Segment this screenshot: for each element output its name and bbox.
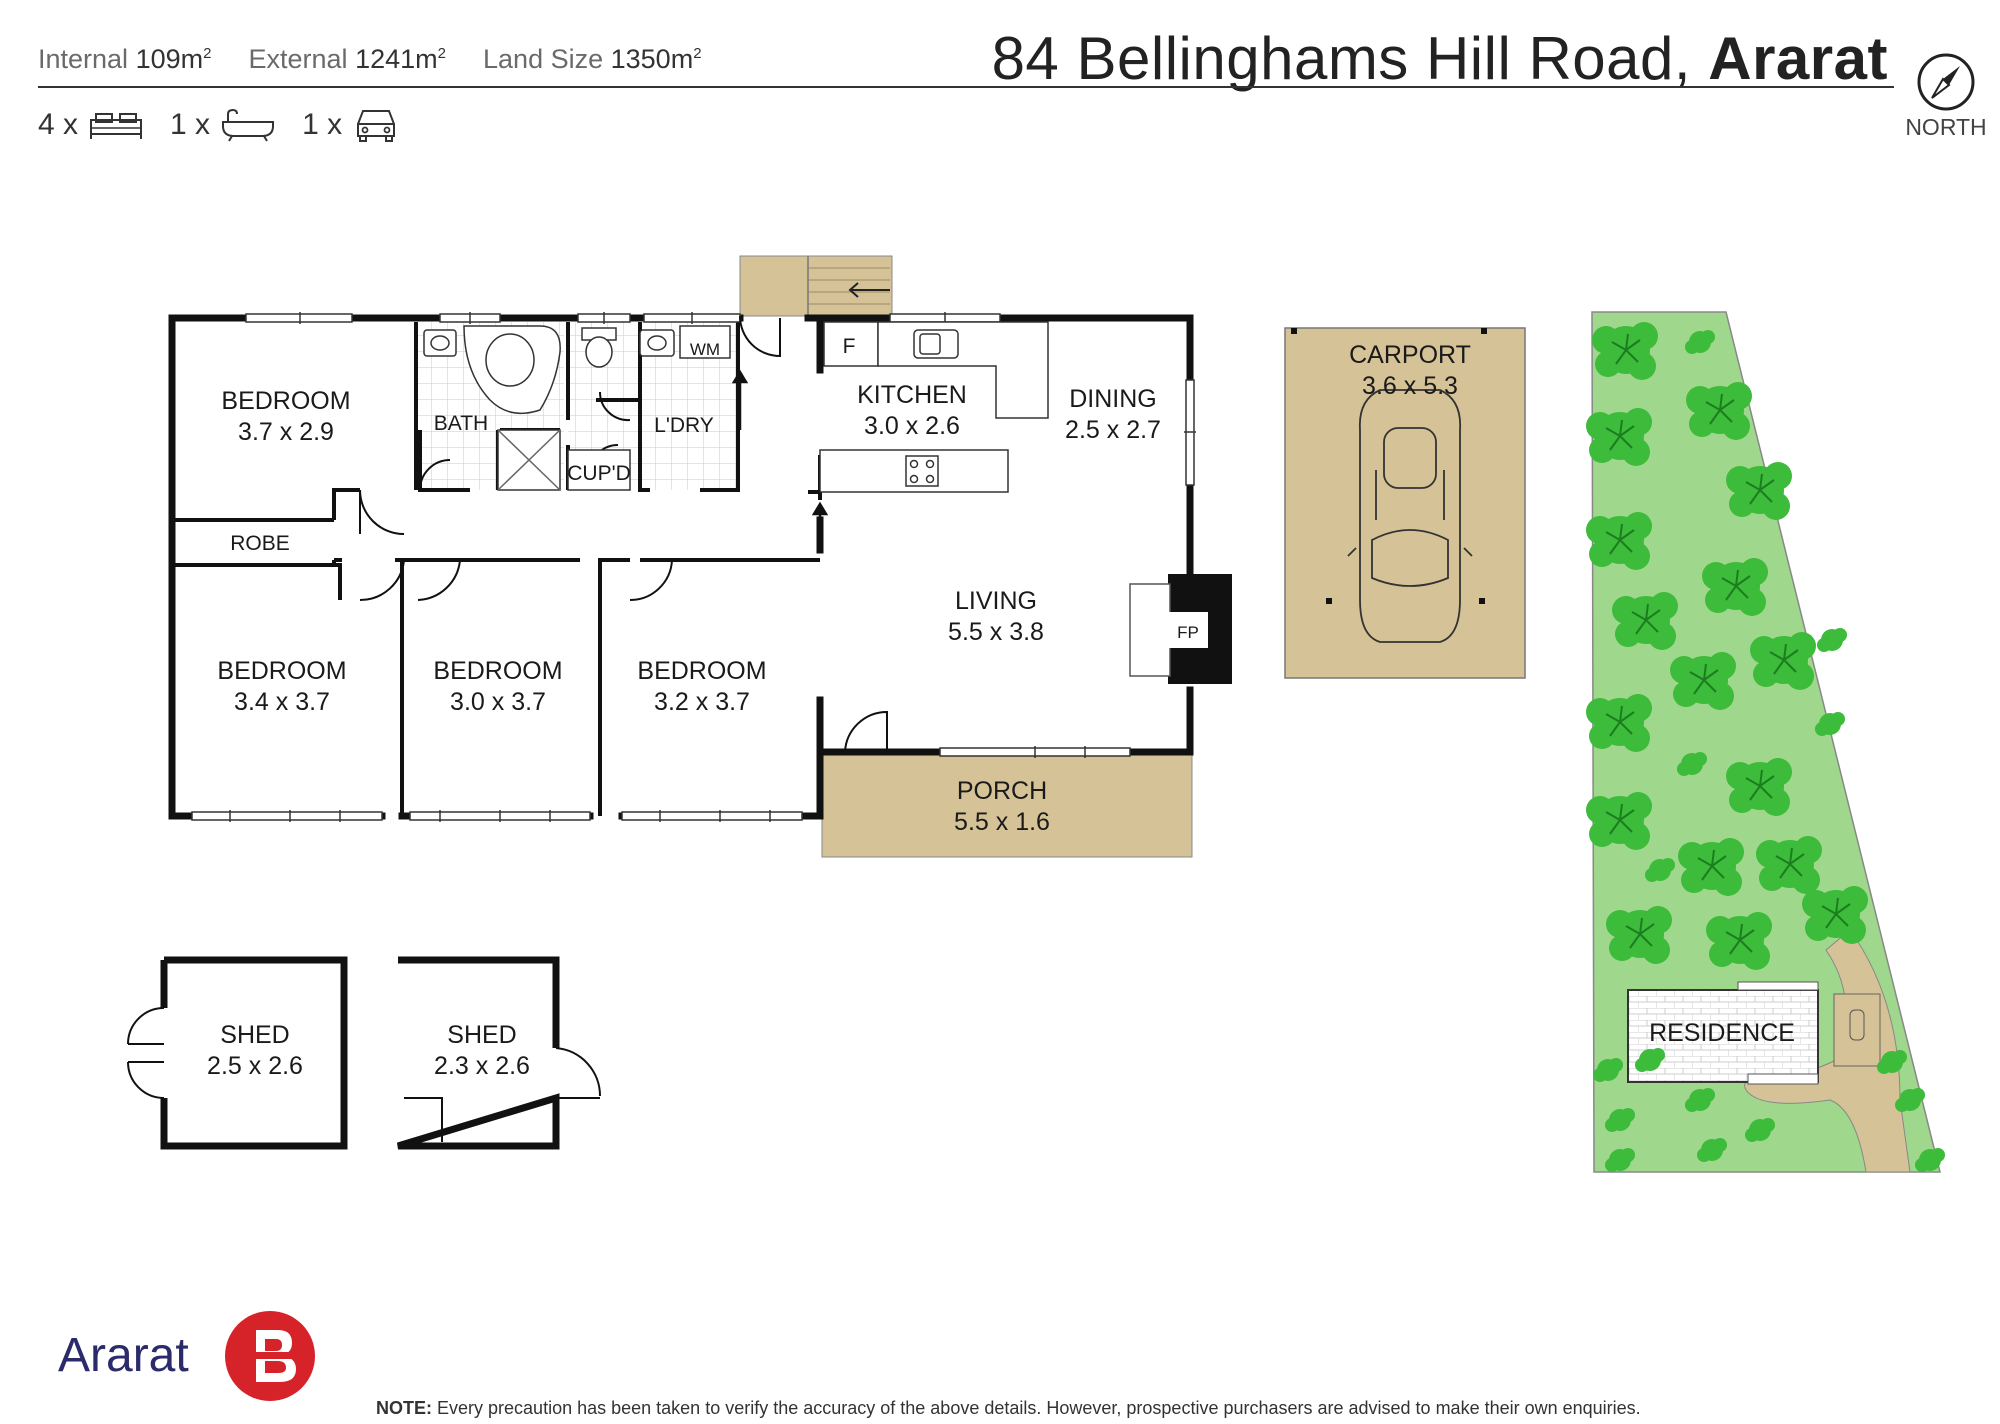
- property-stats: Internal 109m2 External 1241m2 Land Size…: [38, 44, 702, 75]
- north-label: NORTH: [1905, 114, 1987, 140]
- cupboard: [567, 449, 631, 491]
- car-count: 1 x: [302, 106, 400, 144]
- room-label-bath: BATH: [433, 412, 489, 435]
- external-value: 1241m2: [355, 44, 446, 74]
- external-label: External: [248, 44, 348, 74]
- fridge-space: [823, 321, 879, 367]
- internal-value: 109m2: [135, 44, 212, 74]
- address-suburb: Ararat: [1708, 25, 1888, 92]
- land-size-label: Land Size: [483, 44, 604, 74]
- address-street: 84 Bellinghams Hill Road,: [991, 25, 1692, 92]
- bedroom-count: 4 x: [38, 108, 144, 142]
- steps-area: [739, 255, 893, 317]
- property-address: 84 Bellinghams Hill Road, Ararat: [992, 24, 1888, 93]
- room-label-laundry: L'DRY: [654, 414, 714, 437]
- porch-area: [821, 754, 1193, 858]
- room-label-residence: RESIDENCE: [1649, 1019, 1795, 1047]
- compass: [1896, 52, 1996, 112]
- car-icon: [357, 110, 396, 142]
- internal-label: Internal: [38, 44, 129, 74]
- label-fridge: F: [842, 335, 856, 358]
- label-fireplace: FP: [1177, 623, 1199, 642]
- note-label: NOTE:: [376, 1398, 432, 1418]
- disclaimer-note: NOTE: Every precaution has been taken to…: [376, 1398, 1641, 1419]
- land-size-value: 1350m2: [610, 44, 702, 74]
- stair-arrow-icon: [848, 282, 890, 298]
- room-label-cupboard: CUP'D: [567, 462, 631, 485]
- bathroom-count: 1 x: [170, 108, 276, 142]
- bathtub-icon: [222, 108, 275, 142]
- label-washing-machine: WM: [689, 340, 721, 359]
- washing-machine: [679, 325, 731, 359]
- note-text: Every precaution has been taken to verif…: [437, 1398, 1641, 1418]
- brand-name: Ararat: [58, 1329, 189, 1382]
- residence-building: [1627, 989, 1819, 1083]
- header-divider: [38, 86, 1894, 88]
- room-label-robe: ROBE: [230, 532, 290, 555]
- compass-icon: [1917, 53, 1975, 111]
- car-illustration: [1347, 389, 1473, 643]
- entry-arrow-icons: [731, 369, 829, 540]
- bed-icon: [90, 113, 143, 139]
- feature-icons: 4 x 1 x 1 x: [38, 106, 426, 144]
